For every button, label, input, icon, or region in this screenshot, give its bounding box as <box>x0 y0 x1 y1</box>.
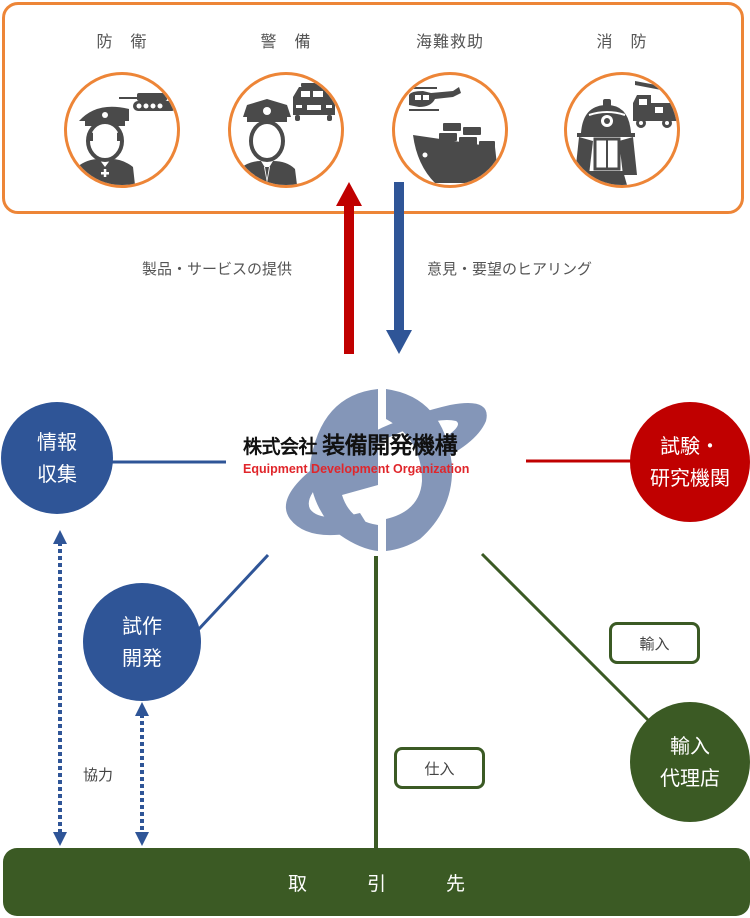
node-label: 収集 <box>37 462 77 486</box>
police-car-icon <box>228 72 344 188</box>
sector-label: 海難救助 <box>415 32 484 51</box>
node-prototype-development: 試作開発 <box>83 583 201 701</box>
helicopter-ship-icon <box>392 72 508 188</box>
node-label: 開発 <box>122 646 162 670</box>
hearing-label: 意見・要望のヒアリング <box>427 260 593 278</box>
sector-defense: 防 衛 <box>57 0 187 188</box>
cooperation-label: 協力 <box>83 766 114 784</box>
node-label: 輸入 <box>670 734 710 758</box>
info-partner-dotted-arrow <box>53 530 67 846</box>
sector-label: 消 防 <box>596 32 648 51</box>
soldier-tank-icon <box>64 72 180 188</box>
node-label: 試作 <box>122 614 162 638</box>
hearing-arrow <box>386 182 412 354</box>
partners-char: 引 <box>366 872 386 895</box>
company-name-english: Equipment Development Organization <box>243 462 470 476</box>
firefighter-truck-icon <box>564 72 680 188</box>
connector-lines <box>53 459 652 848</box>
sector-security: 警 備 <box>221 0 351 188</box>
node-import-agent: 輸入代理店 <box>630 702 750 822</box>
node-label: 情報 <box>37 430 77 454</box>
sector-label: 警 備 <box>260 32 312 51</box>
sector-sea-rescue: 海難救助 <box>385 0 515 188</box>
prototype-connector <box>196 553 270 632</box>
company-name-main: 装備開発機構 <box>322 433 458 459</box>
node-label: 代理店 <box>660 766 720 790</box>
import-connector <box>480 552 652 724</box>
company-name: 株式会社 装備開発機構 <box>243 426 458 460</box>
import-tag: 輸入 <box>609 622 700 664</box>
company-name-prefix: 株式会社 <box>243 436 318 458</box>
prototype-partner-dotted-arrow <box>135 702 149 846</box>
node-label: 試験・ <box>660 434 720 458</box>
company-logo-mark <box>285 389 487 551</box>
flow-arrows <box>336 182 412 354</box>
sector-firefighting: 消 防 <box>557 0 687 188</box>
node-research-institutes: 試験・研究機関 <box>630 402 750 522</box>
node-label: 研究機関 <box>650 466 730 490</box>
purchase-tag: 仕入 <box>394 747 485 789</box>
provide-arrow <box>336 182 362 354</box>
customer-sectors-box <box>2 2 744 214</box>
partners-char: 先 <box>446 872 466 895</box>
provide-label: 製品・サービスの提供 <box>142 260 293 278</box>
sector-label: 防 衛 <box>96 32 148 51</box>
business-partners-bar: 取 引 先 <box>3 848 750 916</box>
node-info-gathering: 情報収集 <box>1 402 113 514</box>
partners-char: 取 <box>287 872 307 895</box>
